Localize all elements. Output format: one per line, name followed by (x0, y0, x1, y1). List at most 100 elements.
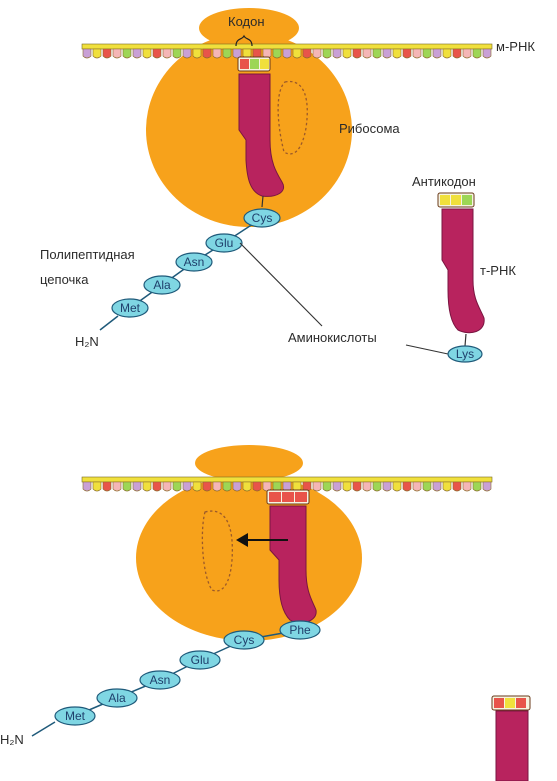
incoming-trna-body (496, 711, 528, 781)
mrna-base (223, 482, 231, 491)
mrna-base (453, 49, 461, 58)
trna-anticodon-base (260, 59, 269, 69)
mrna-base (353, 49, 361, 58)
mrna-base (143, 482, 151, 491)
amino-acid: Glu (180, 651, 220, 669)
mrna-base (123, 482, 131, 491)
free-trna-stem (465, 334, 466, 346)
mrna-base (363, 482, 371, 491)
amino-acid-label: Phe (289, 623, 311, 637)
mrna-base (433, 482, 441, 491)
mrna-base (303, 49, 311, 58)
n-terminus-label-top: H₂N (75, 334, 99, 349)
mrna-base (193, 49, 201, 58)
amino-acid-label: Cys (252, 211, 273, 225)
amino-acid-label: Ala (108, 691, 126, 705)
mrna-base (183, 49, 191, 58)
mrna-base (343, 49, 351, 58)
free-trna-anticodon-base (440, 195, 450, 205)
trna-anticodon-base (250, 59, 259, 69)
amino-acid-label: Asn (184, 255, 205, 269)
mrna-base (193, 482, 201, 491)
mrna-base (443, 49, 451, 58)
mrna-base (173, 482, 181, 491)
amino-acids-label: Аминокислоты (288, 330, 377, 345)
mrna-base (413, 482, 421, 491)
amino-acid: Asn (140, 671, 180, 689)
mrna-base (233, 482, 241, 491)
amino-acid: Ala (144, 276, 180, 294)
mrna-base (323, 482, 331, 491)
mrna-base (393, 49, 401, 58)
amino-acid: Cys (224, 631, 264, 649)
mrna-base (383, 49, 391, 58)
mrna-base (413, 49, 421, 58)
mrna-label: м-РНК (496, 39, 535, 54)
mrna-base (203, 482, 211, 491)
mrna-base (103, 49, 111, 58)
mrna-base (333, 482, 341, 491)
mrna-base (403, 482, 411, 491)
mrna-base (463, 49, 471, 58)
mrna-base (253, 482, 261, 491)
amino-acid: Lys (448, 346, 482, 362)
mrna-base (373, 482, 381, 491)
mrna-base (363, 49, 371, 58)
mrna-base (153, 49, 161, 58)
ribosome-large-subunit (136, 475, 362, 641)
mrna-base (153, 482, 161, 491)
amino-acid-label: Lys (456, 347, 474, 361)
mrna-base (483, 49, 491, 58)
mrna-base (423, 482, 431, 491)
trna-anticodon-base (269, 492, 281, 502)
mrna-base (83, 482, 91, 491)
free-trna-anticodon-base (462, 195, 472, 205)
pointer-line-glu (240, 243, 322, 326)
mrna-base (93, 482, 101, 491)
amino-acid: Ala (97, 689, 137, 707)
free-trna: Антикодон т-РНК (412, 174, 516, 346)
mrna-base (113, 482, 121, 491)
mrna-strand-top (82, 44, 492, 58)
mrna-base (133, 49, 141, 58)
mrna-base (473, 49, 481, 58)
trna-anticodon-base (240, 59, 249, 69)
mrna-base (293, 49, 301, 58)
mrna-base (133, 482, 141, 491)
mrna-base (353, 482, 361, 491)
mrna-base (313, 49, 321, 58)
mrna-base (143, 49, 151, 58)
peptide-bond (100, 316, 118, 330)
ribosome-label: Рибосома (339, 121, 400, 136)
mrna-strand-bottom (82, 477, 492, 491)
amino-acid-label: Glu (215, 236, 234, 250)
mrna-base (383, 482, 391, 491)
mrna-base (93, 49, 101, 58)
mrna-base (243, 482, 251, 491)
polypeptide-label-line1: Полипептидная (40, 247, 135, 262)
codon-label: Кодон (228, 14, 265, 29)
mrna-base (443, 482, 451, 491)
mrna-base (333, 49, 341, 58)
mrna-base (403, 49, 411, 58)
mrna-base (113, 49, 121, 58)
amino-acid-label: Ala (153, 278, 171, 292)
trna-anticodon-base (282, 492, 294, 502)
mrna-base (213, 482, 221, 491)
mrna-base (103, 482, 111, 491)
free-amino-acid-holder: Lys (448, 346, 482, 362)
top-panel: Кодон м-РНК CysGluAsnAlaMet Рибосома Пол… (40, 8, 535, 362)
mrna-base (123, 49, 131, 58)
free-trna-anticodon-base (451, 195, 461, 205)
mrna-base (483, 482, 491, 491)
anticodon-label: Антикодон (412, 174, 476, 189)
mrna-base (163, 49, 171, 58)
amino-acid: Phe (280, 621, 320, 639)
mrna-backbone (82, 44, 492, 49)
amino-acid: Cys (244, 209, 280, 227)
incoming-trna-anticodon-base (505, 698, 515, 708)
mrna-base (283, 49, 291, 58)
